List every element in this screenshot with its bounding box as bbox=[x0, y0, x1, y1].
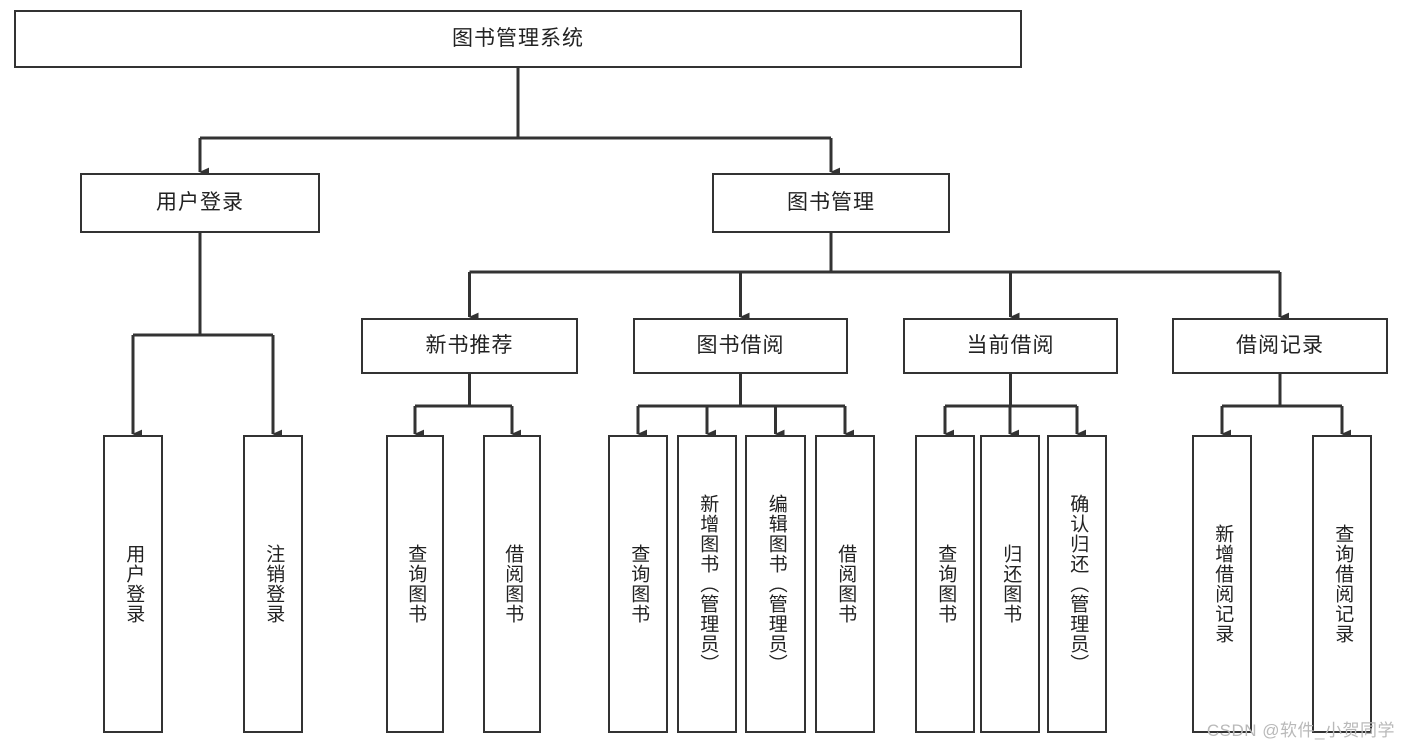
node-leaf-6[interactable]: 新增图书（管理员） bbox=[677, 435, 737, 733]
node-login[interactable]: 用户登录 bbox=[80, 173, 320, 233]
node-label: 编辑图书（管理员） bbox=[765, 494, 787, 674]
node-label: 查询借阅记录 bbox=[1332, 524, 1354, 644]
node-leaf-11[interactable]: 确认归还（管理员） bbox=[1047, 435, 1107, 733]
node-label: 查询图书 bbox=[935, 544, 957, 624]
node-current[interactable]: 当前借阅 bbox=[903, 318, 1118, 374]
node-records[interactable]: 借阅记录 bbox=[1172, 318, 1388, 374]
node-label: 新增图书（管理员） bbox=[697, 494, 719, 674]
node-label: 当前借阅 bbox=[966, 334, 1055, 358]
node-label: 确认归还（管理员） bbox=[1067, 494, 1089, 674]
node-label: 新书推荐 bbox=[425, 334, 514, 358]
node-leaf-7[interactable]: 编辑图书（管理员） bbox=[745, 435, 806, 733]
node-leaf-1[interactable]: 用户登录 bbox=[103, 435, 163, 733]
node-label: 图书管理系统 bbox=[452, 27, 584, 51]
node-label: 图书管理 bbox=[787, 191, 875, 215]
node-label: 查询图书 bbox=[628, 544, 650, 624]
node-leaf-4[interactable]: 借阅图书 bbox=[483, 435, 541, 733]
node-newbook[interactable]: 新书推荐 bbox=[361, 318, 578, 374]
node-leaf-5[interactable]: 查询图书 bbox=[608, 435, 668, 733]
node-leaf-9[interactable]: 查询图书 bbox=[915, 435, 975, 733]
node-label: 查询图书 bbox=[405, 544, 427, 624]
node-root[interactable]: 图书管理系统 bbox=[14, 10, 1022, 68]
node-leaf-8[interactable]: 借阅图书 bbox=[815, 435, 875, 733]
node-leaf-13[interactable]: 查询借阅记录 bbox=[1312, 435, 1372, 733]
node-leaf-3[interactable]: 查询图书 bbox=[386, 435, 444, 733]
node-bookmgmt[interactable]: 图书管理 bbox=[712, 173, 950, 233]
node-label: 借阅图书 bbox=[502, 544, 524, 624]
node-label: 图书借阅 bbox=[696, 334, 785, 358]
node-label: 用户登录 bbox=[156, 191, 244, 215]
node-leaf-12[interactable]: 新增借阅记录 bbox=[1192, 435, 1252, 733]
node-label: 用户登录 bbox=[123, 544, 145, 624]
node-label: 注销登录 bbox=[263, 544, 285, 624]
node-label: 新增借阅记录 bbox=[1212, 524, 1234, 644]
node-leaf-2[interactable]: 注销登录 bbox=[243, 435, 303, 733]
csdn-watermark: CSDN @软件_小贺同学 bbox=[1206, 721, 1395, 740]
node-borrow[interactable]: 图书借阅 bbox=[633, 318, 848, 374]
node-label: 归还图书 bbox=[1000, 544, 1022, 624]
node-leaf-10[interactable]: 归还图书 bbox=[980, 435, 1040, 733]
node-label: 借阅图书 bbox=[835, 544, 857, 624]
node-label: 借阅记录 bbox=[1236, 334, 1324, 358]
